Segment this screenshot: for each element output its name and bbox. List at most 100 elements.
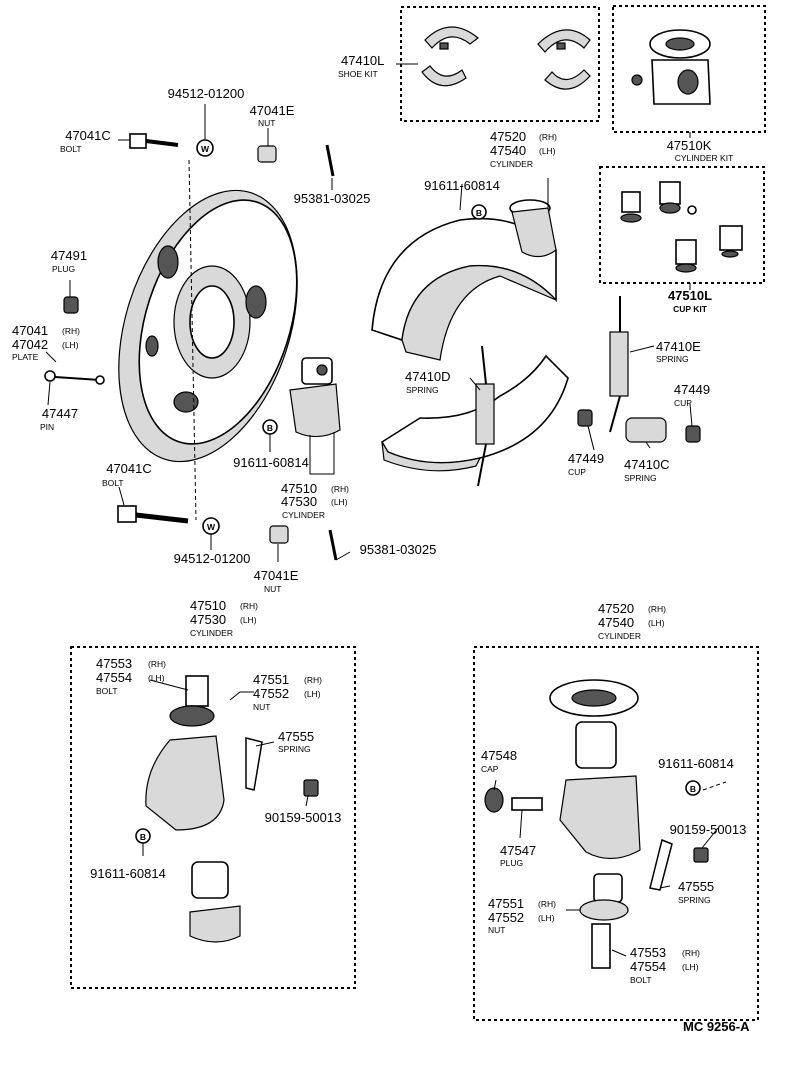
spring-c-desc: SPRING	[624, 473, 657, 483]
top-split-pin-part	[325, 144, 335, 177]
ll-nut-pn-lh: 47552	[253, 686, 289, 701]
bleeder-marker-lr-text: B	[690, 784, 696, 794]
ll-screw-pn: 90159-50013	[265, 810, 342, 825]
pin-pn: 47447	[42, 406, 78, 421]
nut-bottom-desc: NUT	[264, 584, 281, 594]
top-bolt-part	[129, 133, 179, 149]
bleeder-upper-pn: 91611-60814	[424, 178, 500, 193]
cyl-upper-desc: CYLINDER	[490, 159, 533, 169]
shoe-kit-box	[400, 6, 600, 122]
diagram-code: MC 9256-A	[683, 1019, 750, 1034]
bleeder-marker-lr	[685, 780, 701, 796]
bottom-nut-part	[269, 525, 289, 544]
ll-bolt-desc: BOLT	[96, 686, 118, 696]
cup-left-desc: CUP	[568, 467, 586, 477]
spring-47410e-part	[609, 296, 629, 433]
spring-e-pn: 47410E	[656, 339, 701, 354]
ll-nut-rh: (RH)	[304, 675, 322, 685]
ll-spring-pn: 47555	[278, 729, 314, 744]
cup-right-part	[685, 425, 701, 443]
nut-top-pn: 47041E	[250, 103, 295, 118]
bolt-top-desc: BOLT	[60, 144, 82, 154]
pin-top-pn: 95381-03025	[294, 191, 371, 206]
lr-spring-desc: SPRING	[678, 895, 711, 905]
bottom-split-pin-part	[328, 529, 338, 561]
ll-bleeder-pn: 91611-60814	[90, 866, 166, 881]
lr-screw-pn: 90159-50013	[670, 822, 747, 837]
plate-pn-lh: 47042	[12, 337, 48, 352]
ll-title-rh: (RH)	[240, 601, 258, 611]
cylinder-kit-box	[612, 5, 766, 133]
plug-pn: 47491	[51, 248, 87, 263]
lr-cap-desc: CAP	[481, 764, 499, 774]
ll-nut-lh: (LH)	[304, 689, 321, 699]
cyl-mid-desc: CYLINDER	[282, 510, 325, 520]
spring-e-desc: SPRING	[656, 354, 689, 364]
lower-right-cylinder-drawing	[484, 679, 709, 969]
ll-bolt-pn-rh: 47553	[96, 656, 132, 671]
lr-plug-desc: PLUG	[500, 858, 523, 868]
lr-bolt-rh: (RH)	[682, 948, 700, 958]
cup-right-desc: CUP	[674, 398, 692, 408]
top-nut-part	[257, 145, 277, 163]
bolt-bottom-desc: BOLT	[102, 478, 124, 488]
lr-nut-desc: NUT	[488, 925, 505, 935]
nut-bottom-pn: 47041E	[254, 568, 299, 583]
cup-kit-pn: 47510L	[668, 288, 712, 303]
cyl-upper-lh: (LH)	[539, 146, 556, 156]
plug-desc: PLUG	[52, 264, 75, 274]
washer-bottom-pn: 94512-01200	[174, 551, 251, 566]
bleeder-mid-pn: 91611-60814	[233, 455, 309, 470]
ll-nut-desc: NUT	[253, 702, 270, 712]
cyl-mid-pn-lh: 47530	[281, 494, 317, 509]
washer-top-pn: 94512-01200	[168, 86, 245, 101]
bottom-bolt-part	[117, 505, 189, 524]
cyl-mid-pn-rh: 47510	[281, 481, 317, 496]
washer-marker-top-text: W	[201, 144, 210, 154]
pin-bottom-pn: 95381-03025	[360, 542, 437, 557]
cyl-upper-pn-rh: 47520	[490, 129, 526, 144]
bleeder-marker-mid-text: B	[267, 423, 273, 433]
bolt-bottom-pn: 47041C	[106, 461, 152, 476]
pin-desc: PIN	[40, 422, 54, 432]
shoe-kit-desc: SHOE KIT	[338, 69, 378, 79]
ll-bolt-lh: (LH)	[148, 673, 165, 683]
bleeder-marker-upper	[471, 204, 487, 220]
lr-title-lh: (LH)	[648, 618, 665, 628]
ll-title-pn-rh: 47510	[190, 598, 226, 613]
cylinder-kit-desc: CYLINDER KIT	[675, 153, 734, 163]
lr-bolt-lh: (LH)	[682, 962, 699, 972]
ll-nut-pn-rh: 47551	[253, 672, 289, 687]
plate-desc: PLATE	[12, 352, 39, 362]
upper-cylinder-part	[509, 199, 557, 258]
cyl-upper-pn-lh: 47540	[490, 143, 526, 158]
plate-pn-rh: 47041	[12, 323, 48, 338]
lr-bleeder-pn: 91611-60814	[658, 756, 734, 771]
lr-title-rh: (RH)	[648, 604, 666, 614]
washer-marker-bottom-text: W	[207, 522, 216, 532]
shoe-kit-drawing	[421, 26, 591, 90]
ll-title-desc: CYLINDER	[190, 628, 233, 638]
cyl-mid-rh: (RH)	[331, 484, 349, 494]
ll-bolt-rh: (RH)	[148, 659, 166, 669]
lower-left-cylinder-drawing	[145, 675, 319, 943]
pin-part	[44, 370, 105, 385]
ll-spring-desc: SPRING	[278, 744, 311, 754]
spring-d-desc: SPRING	[406, 385, 439, 395]
ll-title-lh: (LH)	[240, 615, 257, 625]
spring-d-pn: 47410D	[405, 369, 451, 384]
plug-part	[63, 296, 79, 314]
cyl-upper-rh: (RH)	[539, 132, 557, 142]
leader-lines	[45, 63, 719, 957]
cup-left-part	[577, 409, 593, 427]
lr-title-pn-rh: 47520	[598, 601, 634, 616]
backing-plate	[118, 189, 298, 463]
lr-bolt-pn-lh: 47554	[630, 959, 666, 974]
plate-lh: (LH)	[62, 340, 79, 350]
lr-bolt-desc: BOLT	[630, 975, 652, 985]
ll-bolt-pn-lh: 47554	[96, 670, 132, 685]
ll-title-pn-lh: 47530	[190, 612, 226, 627]
mid-cylinder-part	[289, 357, 341, 438]
lr-bolt-pn-rh: 47553	[630, 945, 666, 960]
